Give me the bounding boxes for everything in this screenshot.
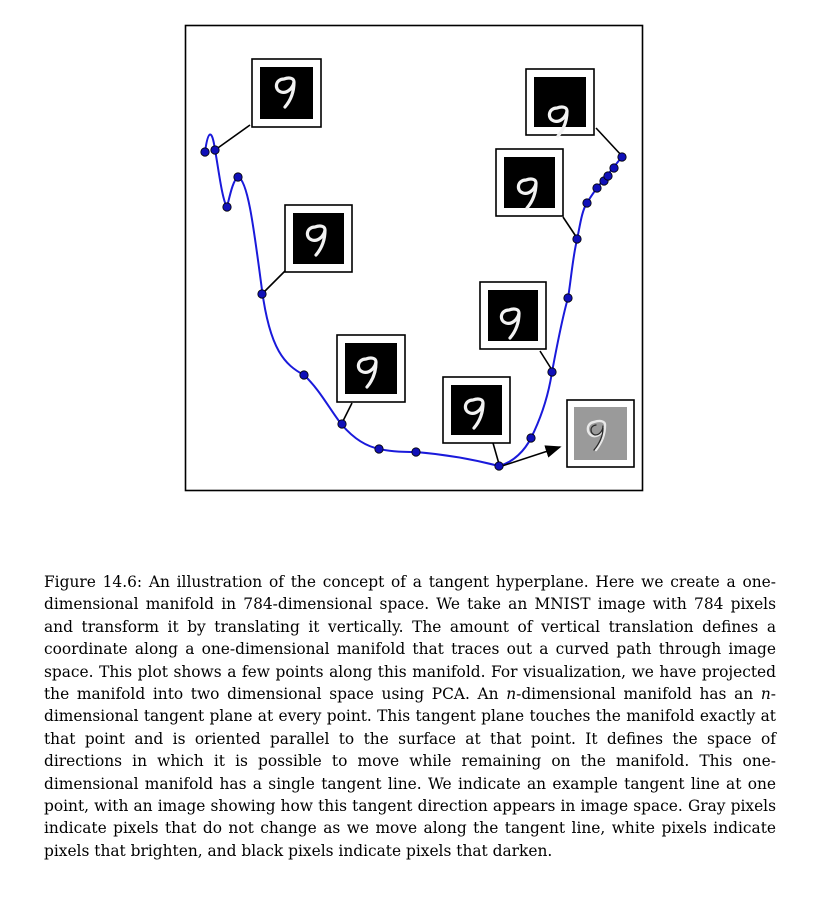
figure-caption: Figure 14.6: An illustration of the conc… [44,571,776,862]
manifold-point [411,447,421,457]
manifold-point [603,171,613,181]
manifold-point [494,461,504,471]
manifold-point [609,163,619,173]
manifold-point [337,419,347,429]
manifold-points [200,145,627,471]
manifold-point [617,152,627,162]
caption-prefix: Figure 14.6: An illustration of the conc… [44,573,776,704]
leader-lines [214,124,623,465]
caption-mid: -dimensional manifold has an [516,685,761,704]
manifold-point [257,289,267,299]
manifold-point [210,145,220,155]
manifold-point [200,147,210,157]
thumbnail-2 [284,204,353,273]
tangent-thumbnail [566,399,635,468]
manifold-point [572,234,582,244]
thumbnail-3 [336,334,406,403]
manifold-point [299,370,309,380]
caption-n-variable: n [506,685,517,704]
manifold-figure [184,24,644,492]
tangent-arrow [501,445,562,467]
manifold-point [526,433,536,443]
manifold-point [233,172,243,182]
thumbnail-4 [442,376,511,444]
thumbnail-7 [525,68,595,138]
caption-suffix: -dimensional tangent plane at every poin… [44,685,776,860]
manifold-point [582,198,592,208]
manifold-point [592,183,602,193]
thumbnail-6 [495,148,564,217]
manifold-point [563,293,573,303]
thumbnail-1 [251,58,322,128]
thumbnail-5 [479,281,547,350]
caption-n-variable: n [760,685,771,704]
manifold-point [222,202,232,212]
manifold-point [547,367,557,377]
manifold-point [374,444,384,454]
